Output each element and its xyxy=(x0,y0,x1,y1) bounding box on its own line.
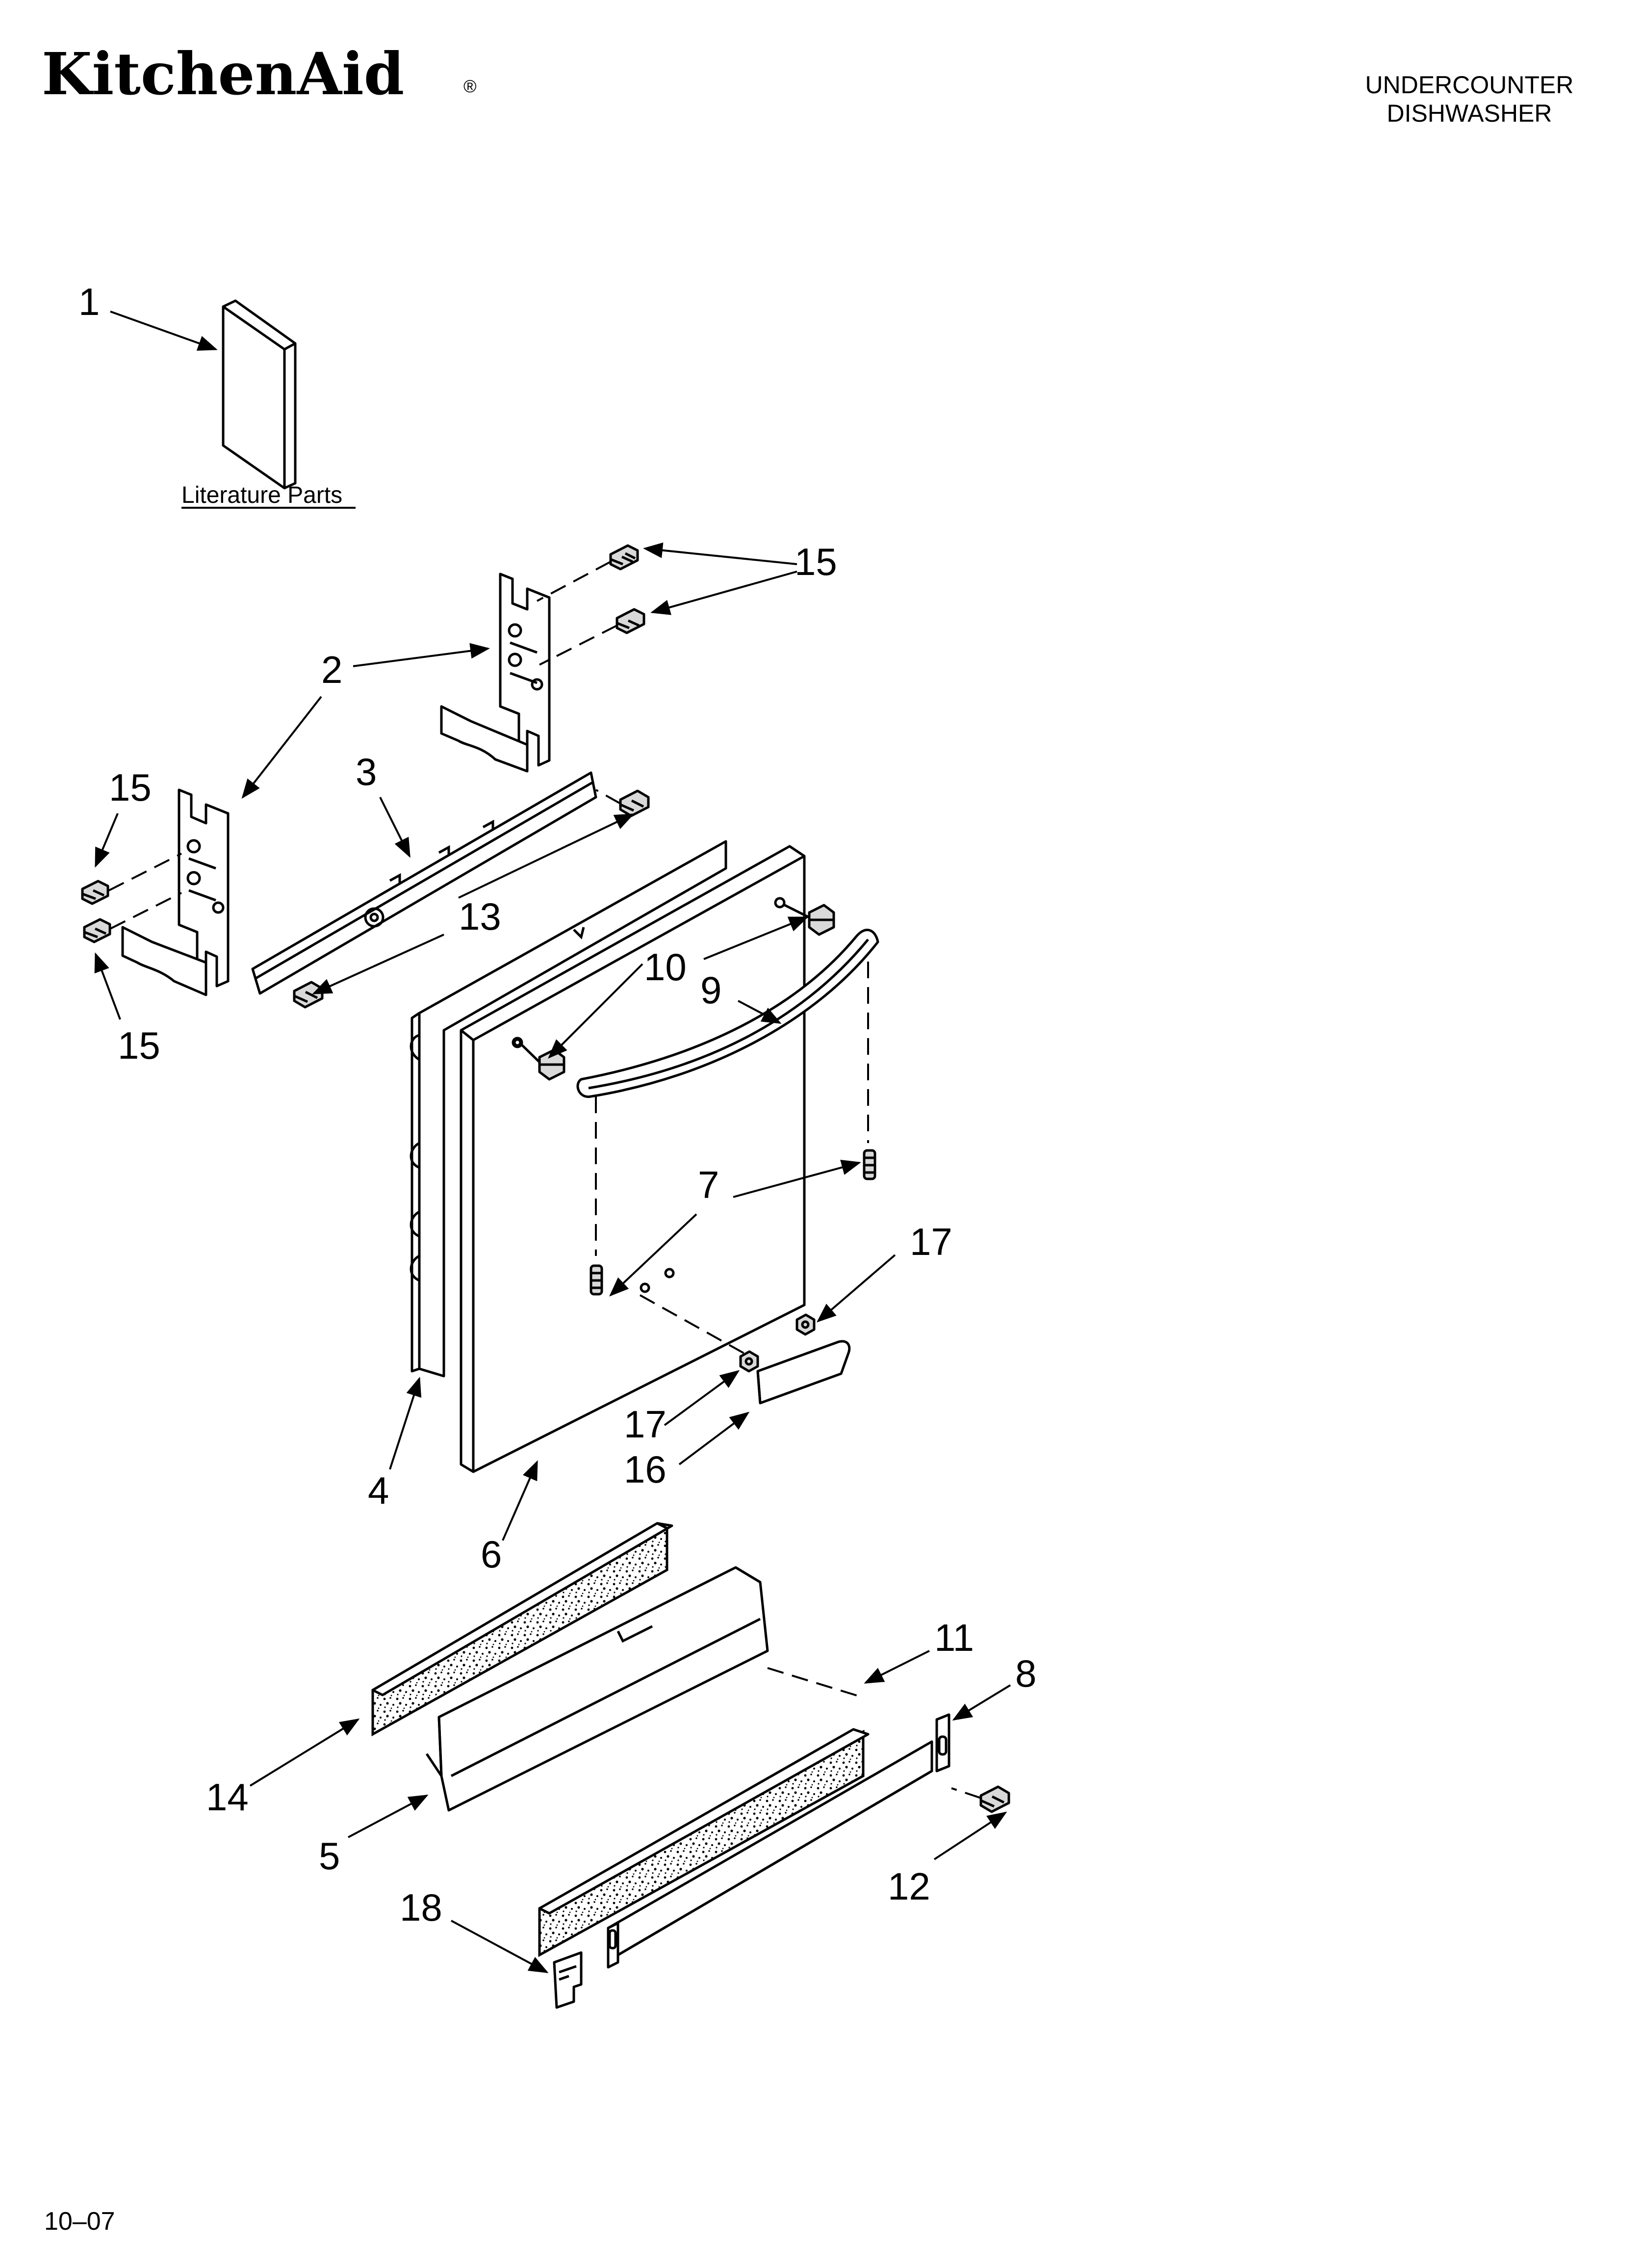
callout-6: 6 xyxy=(481,1533,502,1576)
callout-17-left: 17 xyxy=(624,1403,667,1446)
callout-14: 14 xyxy=(206,1775,249,1819)
callout-2: 2 xyxy=(321,648,342,691)
stud-left xyxy=(590,1264,603,1296)
callout-13: 13 xyxy=(459,895,501,938)
toe-panel xyxy=(607,1713,950,1969)
literature-parts-label: Literature Parts xyxy=(181,482,342,508)
stud-right xyxy=(863,1149,876,1180)
handle-standoff-right xyxy=(808,904,835,936)
callout-16: 16 xyxy=(624,1448,667,1491)
mounting-bracket-right xyxy=(440,573,551,773)
insulation-foam-lower xyxy=(538,1728,870,1957)
callout-17-right: 17 xyxy=(910,1220,952,1263)
registered-mark: ® xyxy=(463,76,477,96)
screw-15-top-b xyxy=(616,608,645,634)
callout-1: 1 xyxy=(78,280,100,323)
brand-wordmark: KitchenAid xyxy=(42,40,404,108)
lower-access-panel xyxy=(425,1566,769,1812)
panel-clip xyxy=(553,1951,583,2009)
callout-9: 9 xyxy=(700,968,721,1012)
date-code: 10–07 xyxy=(44,2207,115,2236)
leader-lines xyxy=(94,311,1011,1973)
callout-15-bottom: 15 xyxy=(118,1024,160,1067)
screw-15-left-b xyxy=(83,918,111,943)
callout-5: 5 xyxy=(319,1834,340,1877)
nut-17-upper xyxy=(795,1313,816,1336)
callout-18: 18 xyxy=(400,1886,442,1929)
mounting-bracket-left xyxy=(121,788,230,996)
screw-13-right xyxy=(619,789,650,817)
callout-8: 8 xyxy=(1015,1652,1036,1695)
mounting-rail xyxy=(251,771,597,995)
brand-logo: KitchenAid ® xyxy=(42,40,477,108)
handle-end-cap xyxy=(756,1340,851,1405)
screw-13-left xyxy=(293,981,324,1009)
title-line-1: UNDERCOUNTER xyxy=(1365,71,1574,99)
door-outer-panel xyxy=(460,845,806,1473)
callout-4: 4 xyxy=(368,1469,389,1512)
door-handle xyxy=(576,929,879,1098)
callout-11: 11 xyxy=(934,1616,974,1659)
insulation-foam-upper xyxy=(371,1522,673,1737)
nut-17-lower xyxy=(739,1350,759,1373)
callout-3: 3 xyxy=(356,750,377,793)
screw-15-left-a xyxy=(81,880,109,905)
callout-12: 12 xyxy=(888,1865,930,1908)
document-title: UNDERCOUNTER DISHWASHER xyxy=(1365,71,1574,127)
callout-7: 7 xyxy=(698,1163,719,1206)
literature-parts-book xyxy=(222,299,297,490)
callout-15-left: 15 xyxy=(109,766,152,809)
door-inner-panel xyxy=(410,840,727,1378)
callout-labels: 1 15 2 3 15 13 15 10 9 7 17 17 16 4 6 11… xyxy=(78,280,1036,1929)
callout-10: 10 xyxy=(644,945,687,989)
screw-15-top-a xyxy=(609,544,639,571)
title-line-2: DISHWASHER xyxy=(1386,100,1552,127)
screw-12 xyxy=(979,1785,1010,1813)
callout-15-top: 15 xyxy=(795,540,837,583)
